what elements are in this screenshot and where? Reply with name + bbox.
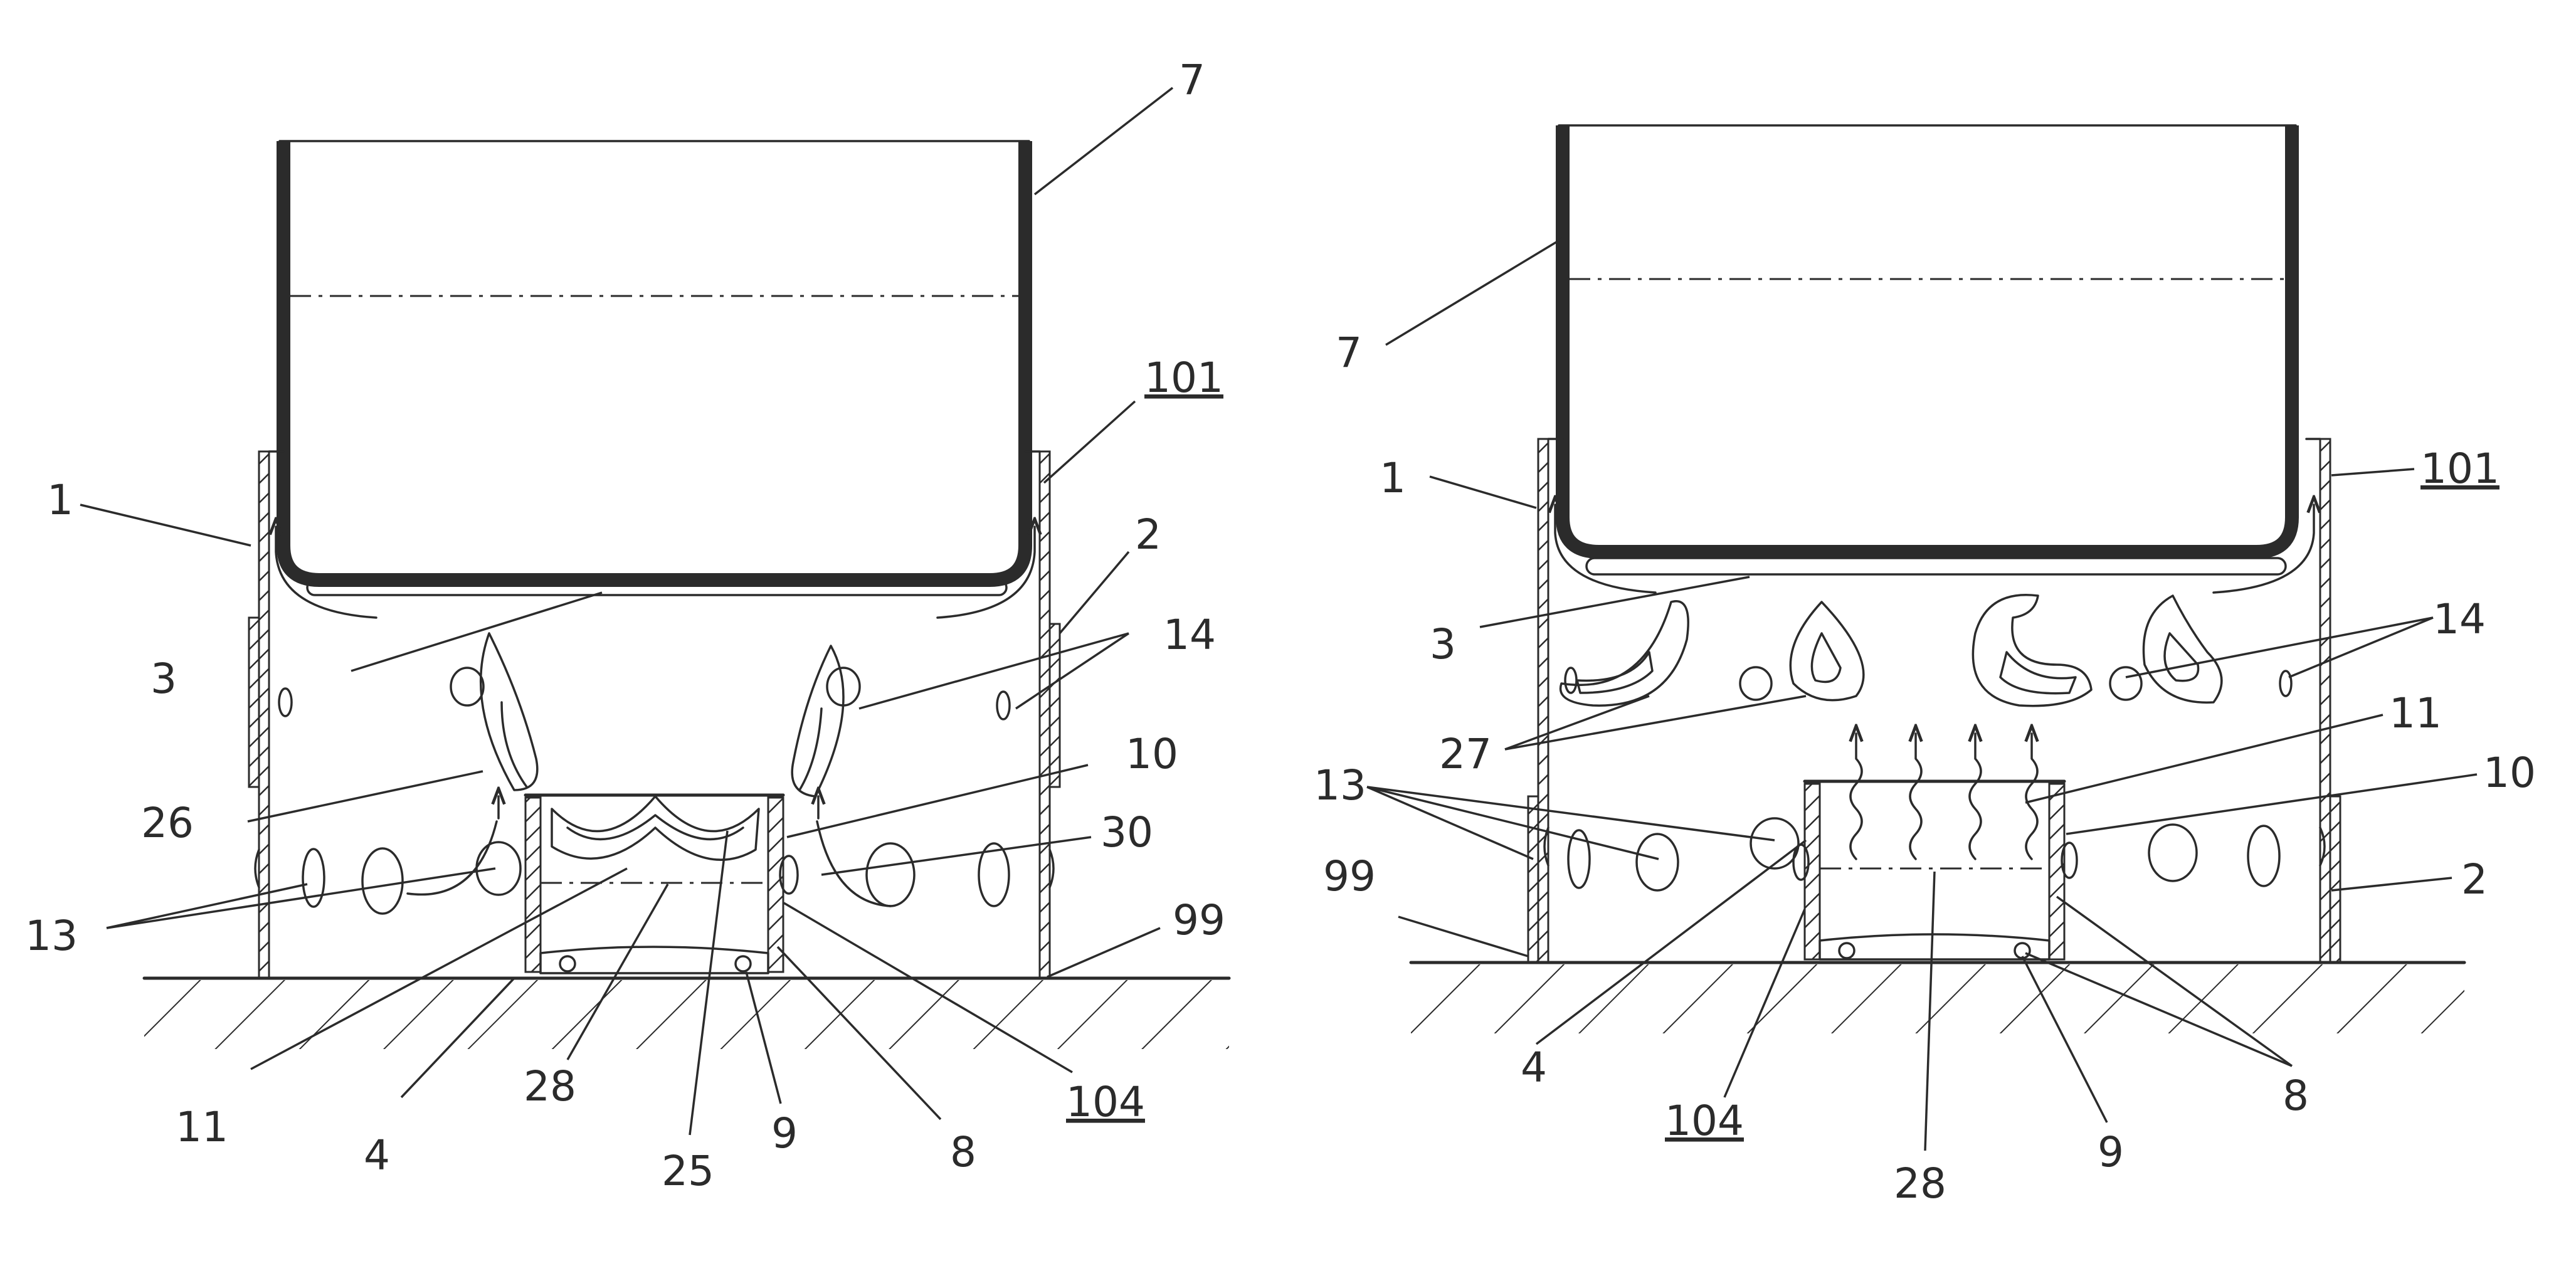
label-28: 28 — [1894, 1159, 1946, 1208]
label-8: 8 — [2283, 1072, 2309, 1120]
label-26: 26 — [141, 799, 194, 847]
label-3: 3 — [1430, 620, 1456, 668]
figure-left: 7 101 1 2 3 14 26 10 30 13 99 11 4 28 25… — [25, 56, 1229, 1195]
label-27: 27 — [1439, 730, 1492, 778]
label-2: 2 — [2461, 855, 2488, 904]
figure-right: 7 1 101 3 14 27 11 13 10 99 2 4 104 8 9 … — [1314, 125, 2536, 1208]
burner-cup — [1793, 734, 2077, 959]
pot — [1559, 125, 2296, 552]
outer-shell — [249, 451, 1060, 978]
label-7: 7 — [1336, 329, 1362, 377]
label-1: 1 — [47, 476, 73, 524]
label-9: 9 — [2098, 1128, 2124, 1176]
label-4: 4 — [364, 1131, 390, 1179]
label-11: 11 — [176, 1103, 228, 1151]
label-99: 99 — [1173, 896, 1225, 944]
flames — [408, 633, 890, 906]
ground-surface — [1411, 963, 2464, 1033]
label-13: 13 — [25, 912, 78, 960]
label-101: 101 — [2420, 445, 2499, 493]
label-104: 104 — [1665, 1097, 1744, 1145]
burner-cup — [525, 795, 798, 973]
reference-labels: 7 1 101 3 14 27 11 13 10 99 2 4 104 8 9 … — [1314, 329, 2536, 1208]
label-14: 14 — [2433, 595, 2486, 643]
label-30: 30 — [1101, 808, 1153, 857]
label-2: 2 — [1135, 510, 1161, 559]
label-4: 4 — [1521, 1043, 1547, 1092]
label-10: 10 — [2483, 749, 2536, 797]
label-3: 3 — [150, 655, 177, 703]
heat-plate — [1586, 558, 2286, 574]
vent-holes — [1565, 667, 2291, 890]
label-11: 11 — [2389, 689, 2442, 737]
label-99: 99 — [1323, 852, 1376, 900]
label-7: 7 — [1179, 56, 1205, 104]
label-25: 25 — [662, 1147, 714, 1195]
label-1: 1 — [1380, 454, 1406, 502]
airflow-arrows — [276, 527, 1035, 618]
label-104: 104 — [1066, 1078, 1145, 1126]
label-9: 9 — [771, 1109, 798, 1158]
label-8: 8 — [950, 1128, 976, 1176]
pot — [280, 141, 1029, 580]
label-13: 13 — [1314, 761, 1366, 810]
label-14: 14 — [1163, 611, 1216, 659]
label-28: 28 — [524, 1062, 576, 1111]
fuel-pieces — [1561, 595, 2222, 706]
label-101: 101 — [1144, 354, 1223, 402]
label-10: 10 — [1126, 730, 1178, 778]
